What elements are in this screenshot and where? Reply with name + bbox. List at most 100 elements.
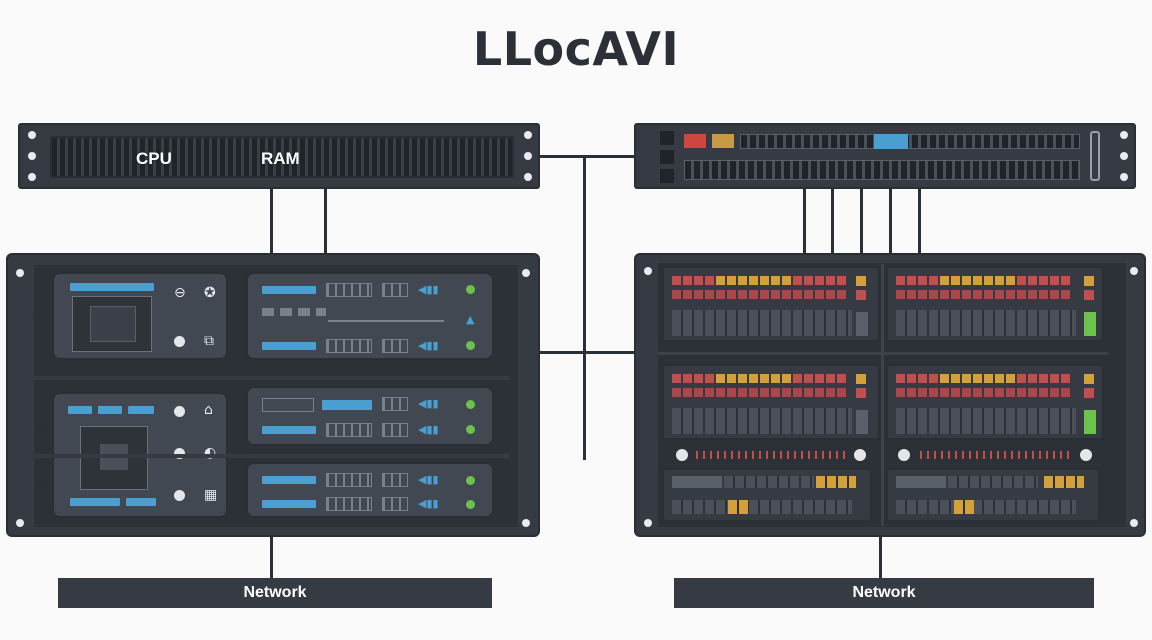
display-module-top[interactable]: ⊖ ✪ ⧉: [52, 272, 228, 360]
drive-grill: [326, 423, 372, 437]
network-bar-right[interactable]: Network: [674, 578, 1094, 608]
handle[interactable]: [1090, 131, 1100, 181]
led-indicator: [856, 276, 866, 286]
network-switch-unit[interactable]: [634, 123, 1136, 189]
status-bar: [68, 406, 92, 414]
status-led-green: [466, 476, 475, 485]
storage-enclosure-lower[interactable]: [662, 468, 872, 522]
led-indicator: [1084, 290, 1094, 300]
status-led-red: [684, 134, 706, 148]
drive-activity-bar: [262, 426, 316, 434]
cpu-ram-unit[interactable]: CPU RAM: [18, 123, 540, 189]
screw: [524, 173, 532, 181]
screw: [1120, 152, 1128, 160]
button-dot[interactable]: [174, 448, 185, 459]
cpu-wire: [270, 189, 273, 255]
disk-slots: [896, 310, 1076, 336]
storage-enclosure-lower[interactable]: [886, 468, 1100, 522]
drive-status-block: [856, 410, 868, 434]
screw: [522, 519, 530, 527]
drive-slot: [262, 398, 314, 412]
side-marker: ⵣ: [34, 478, 46, 494]
button-dot[interactable]: [174, 406, 185, 417]
led-indicator: [856, 388, 866, 398]
arrow-icon: ◀▮▮: [418, 283, 439, 296]
side-marker: ⵣ: [34, 418, 46, 434]
ram-wire: [324, 189, 327, 255]
screw: [1120, 131, 1128, 139]
led-indicator: [1084, 374, 1094, 384]
led-row: [896, 290, 1070, 299]
knob-icon[interactable]: [676, 449, 688, 461]
led-row: [896, 276, 1070, 285]
led-row: [672, 290, 846, 299]
switch-wire: [860, 189, 863, 255]
disk-slots: [672, 408, 852, 434]
knob-icon[interactable]: [898, 449, 910, 461]
drive-grill: [382, 423, 408, 437]
led-row: [672, 374, 846, 383]
screw: [1130, 267, 1138, 275]
storage-enclosure[interactable]: [662, 266, 880, 342]
drive-status-green: [1084, 312, 1096, 336]
screw: [522, 269, 530, 277]
port-highlight-blue: [874, 134, 908, 149]
knob-icon[interactable]: [854, 449, 866, 461]
switch-wire: [889, 189, 892, 255]
storage-enclosure[interactable]: [886, 266, 1104, 342]
switch-wire: [803, 189, 806, 255]
network-bar-left[interactable]: Network: [58, 578, 492, 608]
led-indicator: [1084, 276, 1094, 286]
led-row: [672, 388, 846, 397]
status-led-green: [466, 400, 475, 409]
minus-icon[interactable]: ⊖: [174, 285, 186, 301]
screen-inner: [90, 306, 136, 342]
screw: [28, 152, 36, 160]
switch-wire: [918, 189, 921, 255]
screw: [1120, 173, 1128, 181]
switch-wire: [831, 189, 834, 255]
status-bar: [98, 406, 122, 414]
led-indicator: [856, 374, 866, 384]
storage-enclosure[interactable]: [886, 364, 1104, 440]
drive-activity-bar: [262, 476, 316, 484]
knob-icon[interactable]: [1080, 449, 1092, 461]
drive-grill: [326, 283, 372, 297]
led-row: [896, 388, 1070, 397]
indicator-strip: [696, 451, 846, 459]
screw: [644, 267, 652, 275]
home-icon[interactable]: ⌂: [204, 402, 213, 418]
drive-activity-bar: [262, 342, 316, 350]
storage-enclosure[interactable]: [662, 364, 880, 440]
screw: [28, 131, 36, 139]
status-led-green: [466, 425, 475, 434]
button-dot[interactable]: [174, 490, 185, 501]
drive-bay-top[interactable]: ◀▮▮ ▲ ◀▮▮: [246, 272, 494, 360]
link-icon[interactable]: ⧉: [204, 333, 214, 349]
tool-icon[interactable]: ✪: [204, 285, 216, 301]
slider-track[interactable]: [328, 320, 444, 322]
disk-slots: [948, 476, 1038, 488]
cpu-label: CPU: [136, 149, 172, 168]
arrow-icon: ◀▮▮: [418, 423, 439, 436]
side-marker: ᒧ: [34, 311, 43, 327]
status-bar: [126, 498, 156, 506]
led-indicator: [1084, 388, 1094, 398]
image-icon[interactable]: ▦: [204, 487, 218, 503]
led-row: [896, 374, 1070, 383]
led-indicator: [1044, 476, 1084, 488]
central-trunk: [583, 155, 586, 460]
arrow-icon: ◀▮▮: [418, 339, 439, 352]
drive-activity-bar: [262, 286, 316, 294]
screw: [16, 519, 24, 527]
page-title: LLocAVI: [472, 22, 680, 76]
led-indicator: [954, 500, 974, 514]
led-indicator: [816, 476, 856, 488]
drive-bay-bottom[interactable]: ◀▮▮ ◀▮▮: [246, 462, 494, 518]
screw: [524, 152, 532, 160]
drive-status-block: [856, 312, 868, 336]
eject-icon[interactable]: ▲: [466, 313, 475, 326]
button-dot[interactable]: [174, 336, 185, 347]
drive-bay-middle[interactable]: ◀▮▮ ◀▮▮: [246, 386, 494, 446]
port-strip-bottom: [684, 160, 1080, 180]
